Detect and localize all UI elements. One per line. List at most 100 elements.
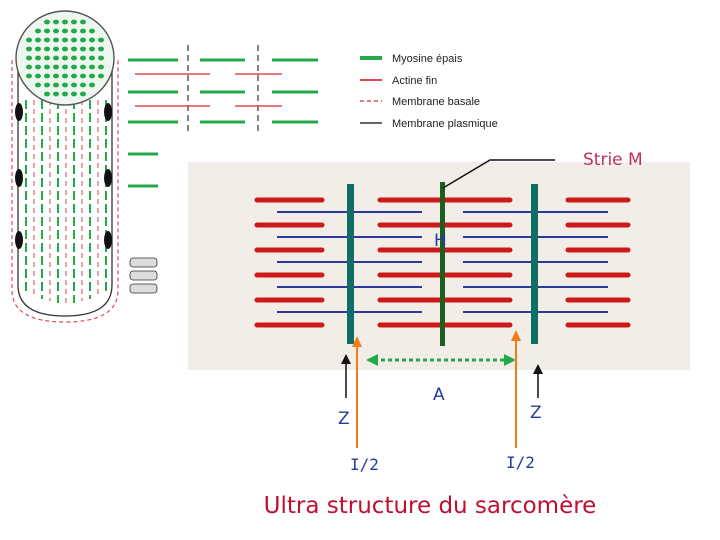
cross-section-dot [71, 91, 77, 97]
cross-section-dot [80, 55, 86, 61]
cross-section-dot [26, 46, 32, 52]
cross-section-dot [89, 37, 95, 43]
cross-section-dot [53, 91, 59, 97]
z-arrow-right [533, 364, 543, 398]
cross-section-dot [89, 73, 95, 79]
i2-label-left: I/2 [350, 455, 379, 474]
cross-section-dot [44, 19, 50, 25]
cross-section-dot [80, 64, 86, 70]
sarcomere-panel [188, 162, 690, 370]
cross-section-dot [53, 82, 59, 88]
cross-section-dot [35, 37, 41, 43]
cross-section-dot [62, 82, 68, 88]
cross-section-dot [71, 19, 77, 25]
cross-section-dot [53, 64, 59, 70]
cross-section-dot [71, 55, 77, 61]
cross-section-dot [62, 28, 68, 34]
i2-arrow-left [352, 336, 362, 448]
cross-section-dot [80, 73, 86, 79]
cross-section-dot [89, 46, 95, 52]
cross-section-dot [26, 55, 32, 61]
cross-section-dot [44, 73, 50, 79]
cross-section-dot [35, 64, 41, 70]
cross-section-dot [62, 19, 68, 25]
cross-section-dot [35, 55, 41, 61]
cross-section-dot [26, 64, 32, 70]
cross-section-dot [44, 37, 50, 43]
cross-section-dot [62, 91, 68, 97]
cross-section-dot [80, 28, 86, 34]
fiber-cylinder-icon [11, 10, 119, 323]
m-line [440, 182, 445, 346]
cross-section-dot [35, 82, 41, 88]
h-zone-label: H [434, 231, 447, 251]
legend-item-myosin: Myosine épais [360, 53, 463, 65]
cross-section-dot [44, 55, 50, 61]
cross-section-dot [53, 37, 59, 43]
cross-section-dot [98, 73, 104, 79]
cross-section-dot [80, 46, 86, 52]
cross-section-dot [89, 82, 95, 88]
z-arrow-left [341, 354, 351, 398]
cross-section-dot [62, 46, 68, 52]
cross-section-dot [35, 46, 41, 52]
cross-section-dot [80, 37, 86, 43]
mini-sarcomere [128, 45, 318, 188]
cross-section-dot [98, 46, 104, 52]
cross-section-dot [62, 64, 68, 70]
cross-section-dot [53, 73, 59, 79]
cross-section-dot [35, 73, 41, 79]
z-disc-left [347, 184, 354, 344]
cross-section-dot [62, 73, 68, 79]
z-label-right: Z [530, 403, 542, 423]
nucleus-icon [15, 103, 23, 121]
strie-m-pointer [442, 159, 555, 189]
nucleus-icon [104, 103, 112, 121]
cross-section-dot [44, 46, 50, 52]
cross-section-dot [26, 37, 32, 43]
cross-section-dot [80, 91, 86, 97]
cross-section-dot [71, 46, 77, 52]
cross-section-dot [53, 55, 59, 61]
legend: Myosine épais Actine fin Membrane basale… [360, 53, 498, 130]
cross-section-dot [89, 55, 95, 61]
cross-section-dot [44, 91, 50, 97]
i2-label-right: I/2 [506, 453, 535, 472]
cross-section-dot [71, 37, 77, 43]
strie-m-label: Strie M [583, 150, 643, 170]
cross-section-dot [26, 73, 32, 79]
cross-section-dot [62, 55, 68, 61]
nucleus-icon [15, 231, 23, 249]
cross-section-dot [62, 37, 68, 43]
dots-cluster-icon [129, 257, 158, 294]
legend-item-basal-membrane: Membrane basale [360, 96, 480, 108]
nucleus-icon [104, 231, 112, 249]
legend-item-plasma-membrane: Membrane plasmique [360, 118, 498, 130]
cross-section-dot [89, 64, 95, 70]
cross-section-dot [53, 19, 59, 25]
cross-section-dot [44, 64, 50, 70]
cross-section-dot [35, 28, 41, 34]
cross-section-dot [80, 82, 86, 88]
cross-section-dot [71, 73, 77, 79]
diagram-title: Ultra structure du sarcomère [264, 493, 597, 519]
nucleus-icon [15, 169, 23, 187]
legend-label: Membrane basale [392, 96, 480, 108]
cross-section-dot [44, 28, 50, 34]
a-band-label: A [433, 385, 445, 405]
cross-section-dot [98, 55, 104, 61]
z-label-left: Z [338, 409, 350, 429]
cross-section-dot [98, 64, 104, 70]
z-disc-right [531, 184, 538, 344]
cross-section-dots [26, 19, 104, 97]
cross-section-dot [80, 19, 86, 25]
cross-section-dot [44, 82, 50, 88]
nucleus-icon [104, 169, 112, 187]
legend-item-actin: Actine fin [360, 75, 437, 87]
cross-section-dot [53, 28, 59, 34]
cross-section-dot [89, 28, 95, 34]
cross-section-dot [53, 46, 59, 52]
cross-section-dot [71, 64, 77, 70]
fiber-stripes [25, 100, 107, 305]
